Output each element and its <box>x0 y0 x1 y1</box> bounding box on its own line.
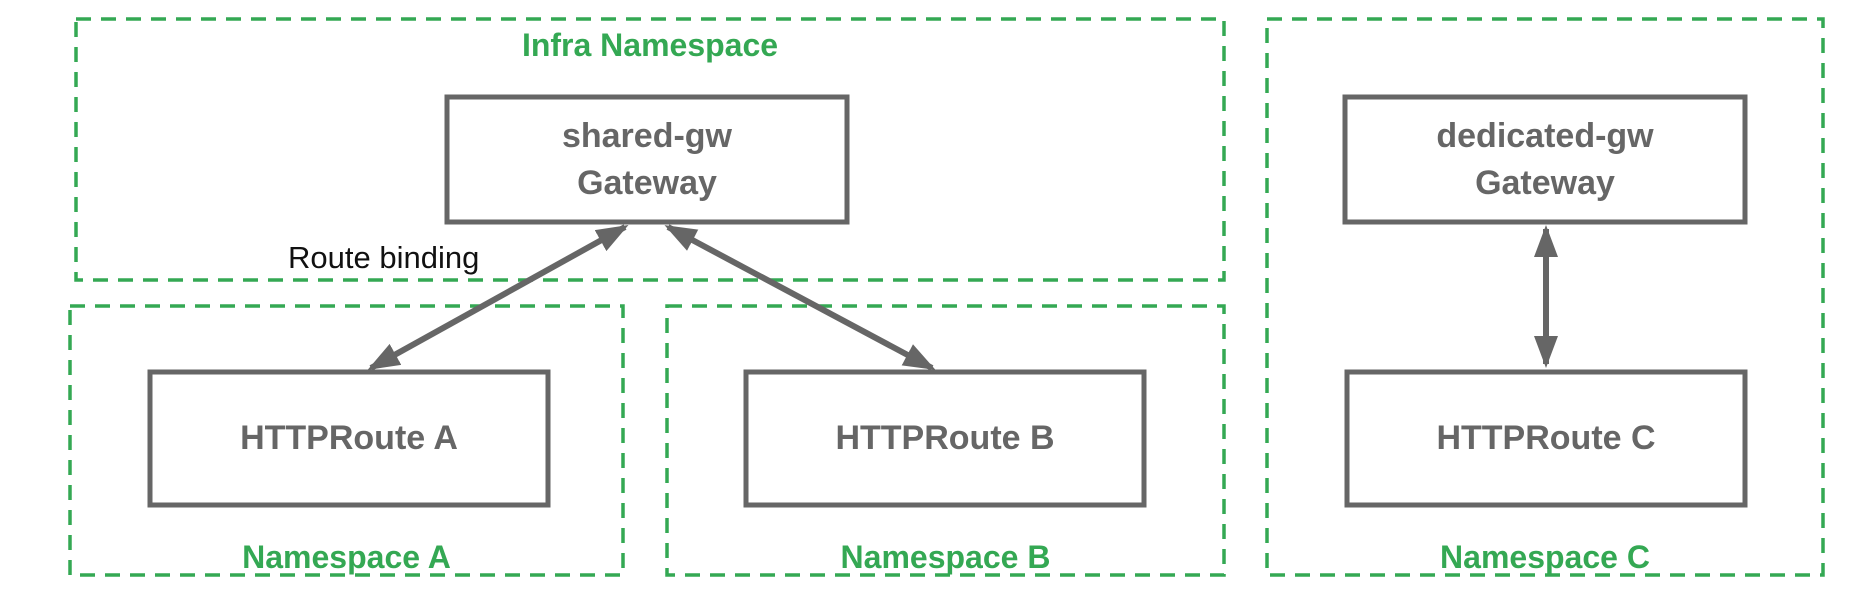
httproute-c-box <box>1344 369 1748 508</box>
dedicated-gateway-kind: Gateway <box>1475 163 1615 202</box>
namespace-a-border <box>68 304 625 577</box>
arrow-shared-gw-to-httproute-a <box>367 224 629 371</box>
httproute-b-text: HTTPRoute B <box>835 419 1055 457</box>
httproute-b-label: HTTPRoute B <box>746 372 1144 505</box>
httproute-c-text: HTTPRoute C <box>1436 419 1656 457</box>
infra-namespace-border <box>74 17 1226 282</box>
shared-gateway-label: shared-gw Gateway <box>447 97 847 222</box>
httproute-b-box <box>743 369 1147 508</box>
shared-gateway-name: shared-gw <box>561 116 733 155</box>
httproute-c-label: HTTPRoute C <box>1347 372 1745 505</box>
httproute-a-box <box>147 369 551 508</box>
dedicated-gateway-label: dedicated-gw Gateway <box>1345 97 1745 222</box>
dedicated-gateway-box <box>1342 94 1748 225</box>
namespace-b-label: Namespace B <box>840 539 1051 575</box>
route-binding-label: Route binding <box>288 240 480 275</box>
dedicated-gateway-name: dedicated-gw <box>1436 116 1654 155</box>
namespace-c-label: Namespace C <box>1440 539 1650 575</box>
infra-namespace-label: Infra Namespace <box>521 27 779 63</box>
shared-gateway-box <box>444 94 850 225</box>
namespace-b-border <box>665 304 1226 577</box>
httproute-a-text: HTTPRoute A <box>240 419 458 457</box>
namespace-c-border <box>1265 17 1825 577</box>
namespace-a-label: Namespace A <box>242 539 451 575</box>
httproute-a-label: HTTPRoute A <box>150 372 548 505</box>
shared-gateway-kind: Gateway <box>577 163 717 202</box>
arrow-shared-gw-to-httproute-b <box>664 224 936 371</box>
